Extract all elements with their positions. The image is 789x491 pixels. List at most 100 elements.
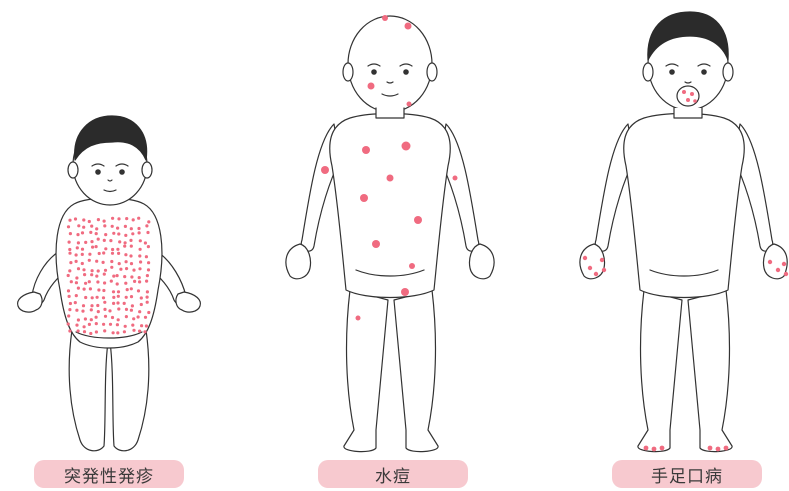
rash-dot <box>95 260 98 263</box>
rash-dot <box>138 231 141 234</box>
rash-dot <box>116 248 119 251</box>
rash-dot <box>111 252 114 255</box>
rash-dot <box>110 280 113 283</box>
rash-dot <box>147 245 150 248</box>
right-hand <box>176 292 200 312</box>
rash-dot <box>143 330 146 333</box>
rash-dot <box>77 241 80 244</box>
rash-dot <box>67 289 70 292</box>
rash-dot <box>130 275 133 278</box>
rash-dot <box>102 296 105 299</box>
rash-dot <box>146 274 149 277</box>
rash-dot <box>84 241 87 244</box>
rash-dot <box>90 225 93 228</box>
rash-dot <box>112 290 115 293</box>
rash-dot <box>146 231 149 234</box>
rash-spot <box>600 258 604 262</box>
rash-spot <box>405 23 412 30</box>
rash-dot <box>139 248 142 251</box>
rash-dot <box>111 217 114 220</box>
rash-dot <box>129 254 132 257</box>
rash-dot <box>110 266 113 269</box>
right-ear <box>723 63 733 81</box>
rash-dot <box>103 273 106 276</box>
rash-dot <box>89 332 92 335</box>
rash-dot <box>77 287 80 290</box>
rash-dot <box>77 329 80 332</box>
rash-dot <box>82 226 85 229</box>
rash-dot <box>129 239 132 242</box>
left-leg <box>638 290 682 452</box>
rash-dot <box>96 304 99 307</box>
rash-dot <box>112 331 115 334</box>
rash-dot <box>123 302 126 305</box>
rash-dot <box>68 219 71 222</box>
rash-dot <box>119 268 122 271</box>
rash-spot <box>716 447 721 452</box>
rash-dot <box>95 245 98 248</box>
rash-dot <box>103 301 106 304</box>
rash-spot <box>690 92 694 96</box>
rash-dot <box>131 324 134 327</box>
rash-dot <box>147 261 150 264</box>
rash-dot <box>140 296 143 299</box>
rash-dot <box>81 310 84 313</box>
rash-dot <box>102 323 105 326</box>
rash-dot <box>112 302 115 305</box>
figure-chickenpox <box>286 15 494 452</box>
rash-dot <box>147 220 150 223</box>
rash-dot <box>90 304 93 307</box>
rash-dot <box>76 233 79 236</box>
rash-dot <box>112 275 115 278</box>
rash-dot <box>110 260 113 263</box>
rash-spot <box>682 90 686 94</box>
rash-dot <box>145 224 148 227</box>
rash-dot <box>138 276 141 279</box>
rash-dot <box>75 309 78 312</box>
rash-dot <box>132 269 135 272</box>
rash-dot <box>84 282 87 285</box>
rash-dot <box>117 295 120 298</box>
rash-dot <box>125 296 128 299</box>
rash-spot <box>360 194 368 202</box>
rash-dot <box>109 323 112 326</box>
rash-dot <box>139 239 142 242</box>
rash-dot <box>102 261 105 264</box>
rash-dot <box>116 331 119 334</box>
rash-spot <box>372 240 380 248</box>
rash-dot <box>75 324 78 327</box>
rash-spot <box>321 166 329 174</box>
rash-dot <box>104 233 107 236</box>
left-hand <box>18 292 42 312</box>
rash-dot <box>91 269 94 272</box>
rash-dot <box>67 314 70 317</box>
rash-spot <box>583 256 587 260</box>
rash-dot <box>74 217 77 220</box>
rash-dot <box>124 241 127 244</box>
right-hand <box>763 244 787 279</box>
rash-spot <box>368 83 375 90</box>
rash-spot <box>387 175 394 182</box>
rash-dot <box>130 262 133 265</box>
rash-dot <box>90 273 93 276</box>
rash-dot <box>116 282 119 285</box>
open-mouth <box>677 86 699 106</box>
rash-dot <box>95 322 98 325</box>
rash-dot <box>130 287 133 290</box>
rash-spot <box>409 263 415 269</box>
rash-spot <box>401 288 409 296</box>
rash-dot <box>144 316 147 319</box>
left-ear <box>68 162 78 178</box>
rash-dot <box>103 239 106 242</box>
rash-dot <box>117 232 120 235</box>
left-hand <box>286 244 311 279</box>
rash-dot <box>111 316 114 319</box>
rash-dot <box>102 251 105 254</box>
rash-dot <box>95 232 98 235</box>
rash-dot <box>145 324 148 327</box>
rash-dot <box>138 280 141 283</box>
rash-spot <box>602 268 606 272</box>
rash-dot <box>68 269 71 272</box>
rash-dot <box>147 268 150 271</box>
